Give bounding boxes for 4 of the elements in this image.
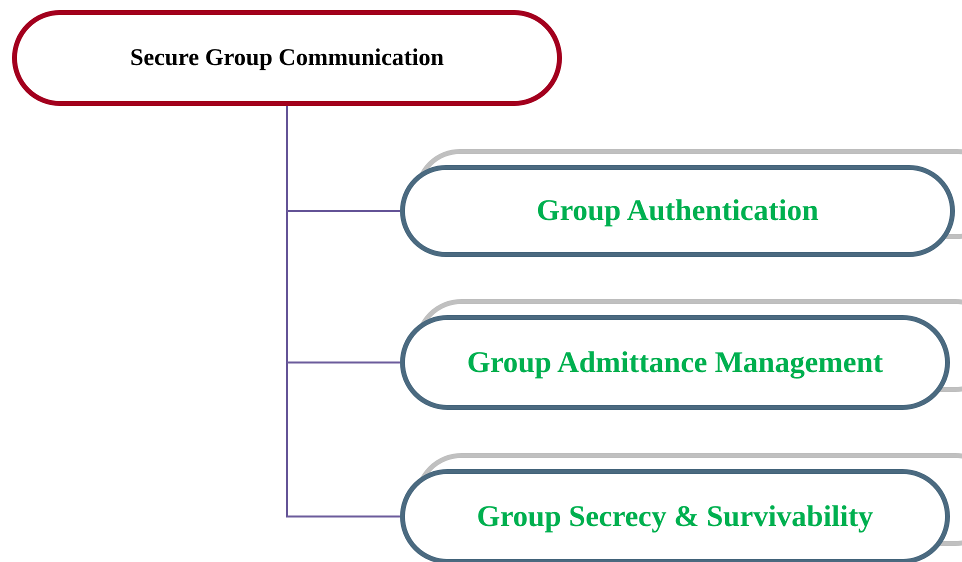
box-label: Group Admittance Management (466, 346, 884, 380)
box-label: Group Secrecy & Survivability (476, 500, 874, 534)
box-label: Group Authentication (536, 194, 818, 228)
box-label: Secure Group Communication (130, 44, 444, 72)
